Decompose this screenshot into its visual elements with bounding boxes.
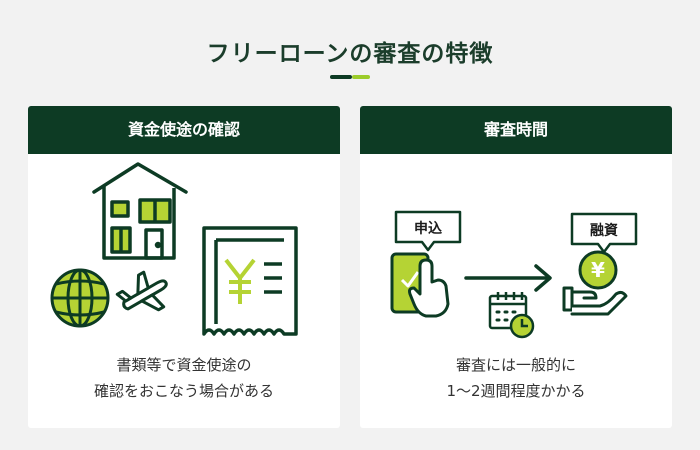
card-illustration: [50, 162, 298, 336]
bubble-label-loan: 融資: [590, 222, 618, 239]
smartphone-tap-icon: [390, 252, 450, 318]
card-text-line: 確認をおこなう場合がある: [93, 382, 274, 400]
card-description: 審査には一般的に 1〜2週間程度かかる: [360, 352, 672, 404]
globe-icon: [50, 268, 110, 328]
yen-symbol: ¥: [591, 258, 605, 282]
card-screening-time: 審査時間 申込: [360, 106, 672, 428]
card-header: 資金使途の確認: [28, 106, 340, 154]
calendar-clock-icon: [488, 292, 535, 339]
title-underline: [330, 75, 370, 79]
speech-bubble-application: 申込: [394, 210, 462, 252]
hand-yen-coin-icon: ¥: [562, 250, 628, 316]
card-text-line: 1〜2週間程度かかる: [446, 382, 586, 400]
underline-dark-segment: [330, 75, 352, 79]
card-fund-usage: 資金使途の確認: [28, 106, 340, 428]
card-description: 書類等で資金使途の 確認をおこなう場合がある: [28, 352, 340, 404]
arrow-right-icon: [464, 264, 552, 292]
card-text-line: 審査には一般的に: [455, 356, 576, 374]
card-illustration: 申込: [390, 210, 638, 339]
underline-light-segment: [352, 75, 370, 79]
page-title: フリーローンの審査の特徴: [206, 41, 494, 67]
house-icon: [92, 162, 188, 260]
card-header: 審査時間: [360, 106, 672, 154]
receipt-yen-icon: [202, 226, 298, 336]
speech-bubble-loan: 融資: [570, 212, 638, 254]
card-text-line: 書類等で資金使途の: [116, 356, 252, 374]
airplane-icon: [115, 270, 168, 312]
bubble-label-application: 申込: [414, 220, 442, 237]
